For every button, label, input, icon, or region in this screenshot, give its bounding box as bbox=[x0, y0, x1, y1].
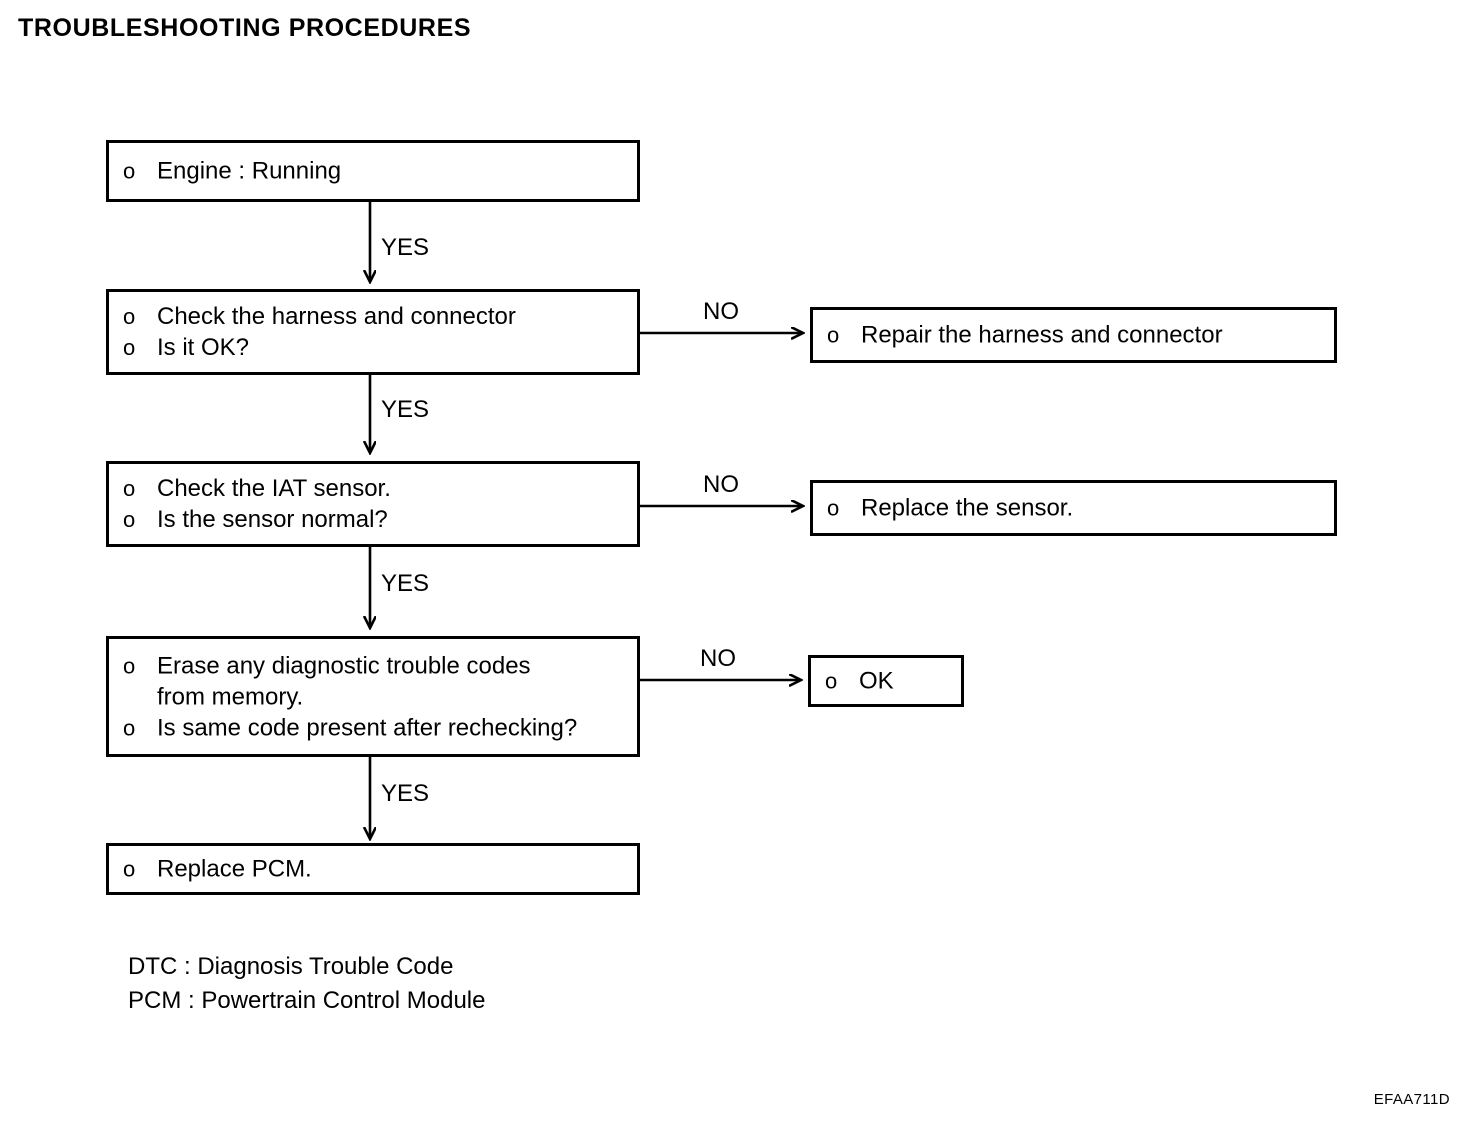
line-item: o Check the harness and connector bbox=[123, 301, 631, 332]
node-check-iat-sensor-text: o Check the IAT sensor. o Is the sensor … bbox=[123, 473, 631, 535]
bullet-glyph: o bbox=[123, 304, 136, 329]
bullet-glyph: o bbox=[827, 495, 840, 521]
bullet-glyph: o bbox=[825, 668, 838, 694]
bullet-glyph: o bbox=[123, 158, 136, 184]
line-item: o OK bbox=[825, 666, 955, 697]
line-text: Replace PCM. bbox=[157, 855, 312, 883]
line-item: o Repair the harness and connector bbox=[827, 320, 1328, 351]
line-text: Repair the harness and connector bbox=[861, 321, 1223, 349]
figure-reference-code: EFAA711D bbox=[1373, 1091, 1450, 1108]
edge-label-yes-1: YES bbox=[381, 234, 430, 261]
line-item: o Is the sensor normal? bbox=[123, 504, 631, 535]
bullet-glyph: o bbox=[123, 476, 136, 501]
node-check-iat-sensor[interactable]: o Check the IAT sensor. o Is the sensor … bbox=[106, 461, 640, 547]
node-erase-dtc[interactable]: o Erase any diagnostic trouble codes fro… bbox=[106, 636, 640, 757]
line-item: o Engine : Running bbox=[123, 156, 631, 187]
line-text: Check the harness and connector bbox=[157, 303, 516, 330]
node-replace-sensor-text: o Replace the sensor. bbox=[827, 493, 1328, 524]
node-replace-pcm-text: o Replace PCM. bbox=[123, 854, 631, 885]
node-repair-harness-text: o Repair the harness and connector bbox=[827, 320, 1328, 351]
bullet-glyph: o bbox=[123, 507, 136, 532]
node-check-harness-text: o Check the harness and connector o Is i… bbox=[123, 301, 631, 363]
bullet-glyph: o bbox=[123, 653, 136, 678]
edge-label-yes-4: YES bbox=[381, 780, 430, 807]
line-text: Is the sensor normal? bbox=[157, 506, 388, 533]
node-replace-sensor[interactable]: o Replace the sensor. bbox=[810, 480, 1337, 536]
edge-label-no-3: NO bbox=[700, 645, 736, 672]
node-erase-dtc-text: o Erase any diagnostic trouble codes fro… bbox=[123, 650, 631, 743]
node-ok[interactable]: o OK bbox=[808, 655, 964, 707]
bullet-glyph: o bbox=[123, 715, 136, 740]
edge-label-no-1: NO bbox=[703, 298, 739, 325]
edge-label-yes-3: YES bbox=[381, 570, 430, 597]
line-text: Is same code present after rechecking? bbox=[157, 714, 578, 741]
line-item: o Is same code present after rechecking? bbox=[123, 712, 631, 743]
edge-label-no-2: NO bbox=[703, 471, 739, 498]
line-item: o Replace PCM. bbox=[123, 854, 631, 885]
line-text: Erase any diagnostic trouble codes bbox=[157, 652, 531, 679]
line-item: o Erase any diagnostic trouble codes bbox=[123, 650, 631, 681]
edge-label-yes-2: YES bbox=[381, 396, 430, 423]
bullet-glyph: o bbox=[827, 322, 840, 348]
node-ok-text: o OK bbox=[825, 666, 955, 697]
page-title: TROUBLESHOOTING PROCEDURES bbox=[18, 14, 472, 42]
line-text: from memory. bbox=[157, 683, 304, 710]
node-check-harness[interactable]: o Check the harness and connector o Is i… bbox=[106, 289, 640, 375]
line-text: Replace the sensor. bbox=[861, 494, 1074, 522]
node-engine-running-text: o Engine : Running bbox=[123, 156, 631, 187]
line-text: Engine : Running bbox=[157, 157, 342, 185]
bullet-glyph: o bbox=[123, 856, 136, 882]
line-text: Is it OK? bbox=[157, 334, 250, 361]
line-item: o Is it OK? bbox=[123, 332, 631, 363]
bullet-glyph: o bbox=[123, 335, 136, 360]
line-text: Check the IAT sensor. bbox=[157, 475, 391, 502]
line-item: o Check the IAT sensor. bbox=[123, 473, 631, 504]
legend-pcm: PCM : Powertrain Control Module bbox=[128, 987, 486, 1014]
line-text: OK bbox=[859, 667, 894, 695]
line-item: from memory. bbox=[123, 681, 631, 712]
node-repair-harness[interactable]: o Repair the harness and connector bbox=[810, 307, 1337, 363]
line-item: o Replace the sensor. bbox=[827, 493, 1328, 524]
node-replace-pcm[interactable]: o Replace PCM. bbox=[106, 843, 640, 895]
node-engine-running[interactable]: o Engine : Running bbox=[106, 140, 640, 202]
legend-dtc: DTC : Diagnosis Trouble Code bbox=[128, 953, 454, 980]
